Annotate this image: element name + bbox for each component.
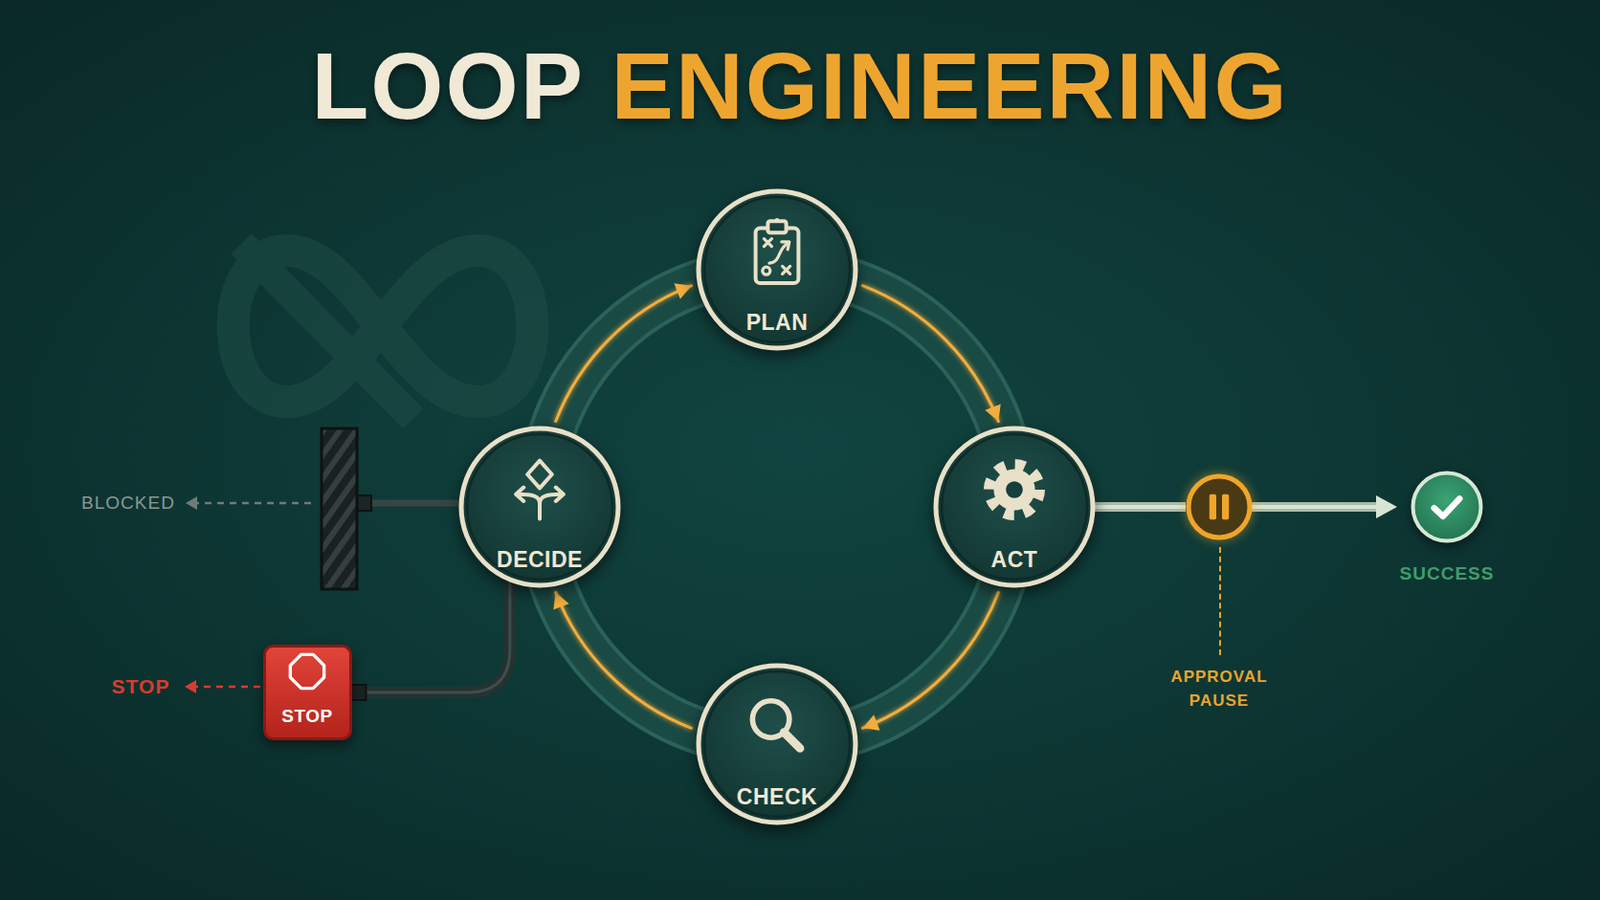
loop-arrow: [555, 283, 692, 422]
plan-node: PLAN: [695, 188, 859, 352]
act-node: ACT: [933, 425, 1096, 589]
node-icon: [1419, 479, 1475, 535]
flow-bar: [1094, 507, 1186, 509]
stop-label: STOP: [111, 675, 171, 699]
decide-node: DECIDE: [458, 425, 622, 589]
infinity-watermark: [233, 244, 534, 420]
blocked-barrier: [185, 428, 462, 590]
node-icon: [501, 451, 578, 529]
node-shape: [1185, 473, 1253, 541]
stop-cable: [351, 580, 511, 701]
node-label: SUCCESS: [1400, 563, 1495, 585]
success-node: SUCCESS: [1410, 470, 1484, 544]
node-label: DECIDE: [496, 547, 583, 574]
blocked-label: BLOCKED: [81, 492, 176, 514]
node-label: CHECK: [736, 784, 818, 811]
node-shape: [1410, 470, 1484, 544]
title: LOOP ENGINEERING: [311, 32, 1289, 141]
loop-arrow: [553, 592, 691, 729]
check-node: CHECK: [695, 663, 859, 826]
leader-line: [1219, 547, 1222, 656]
stop-button: STOP: [263, 644, 353, 741]
title-row: LOOP ENGINEERING: [0, 32, 1600, 141]
node-label: APPROVAL PAUSE: [1152, 665, 1287, 713]
loop-arrow: [862, 286, 1000, 423]
node-icon: [1190, 478, 1248, 536]
loop-arrow: [862, 592, 999, 731]
node-icon: [738, 688, 816, 766]
node-label: PLAN: [746, 310, 809, 336]
node-label: ACT: [991, 547, 1039, 574]
flow-bar: [1251, 495, 1398, 519]
stop-arrow: [184, 680, 261, 694]
node-label: STOP: [281, 706, 333, 728]
node-icon: [287, 651, 328, 692]
approval-pause: APPROVAL PAUSE: [1185, 473, 1253, 541]
node-icon: [738, 214, 816, 291]
node-icon: [976, 451, 1053, 529]
